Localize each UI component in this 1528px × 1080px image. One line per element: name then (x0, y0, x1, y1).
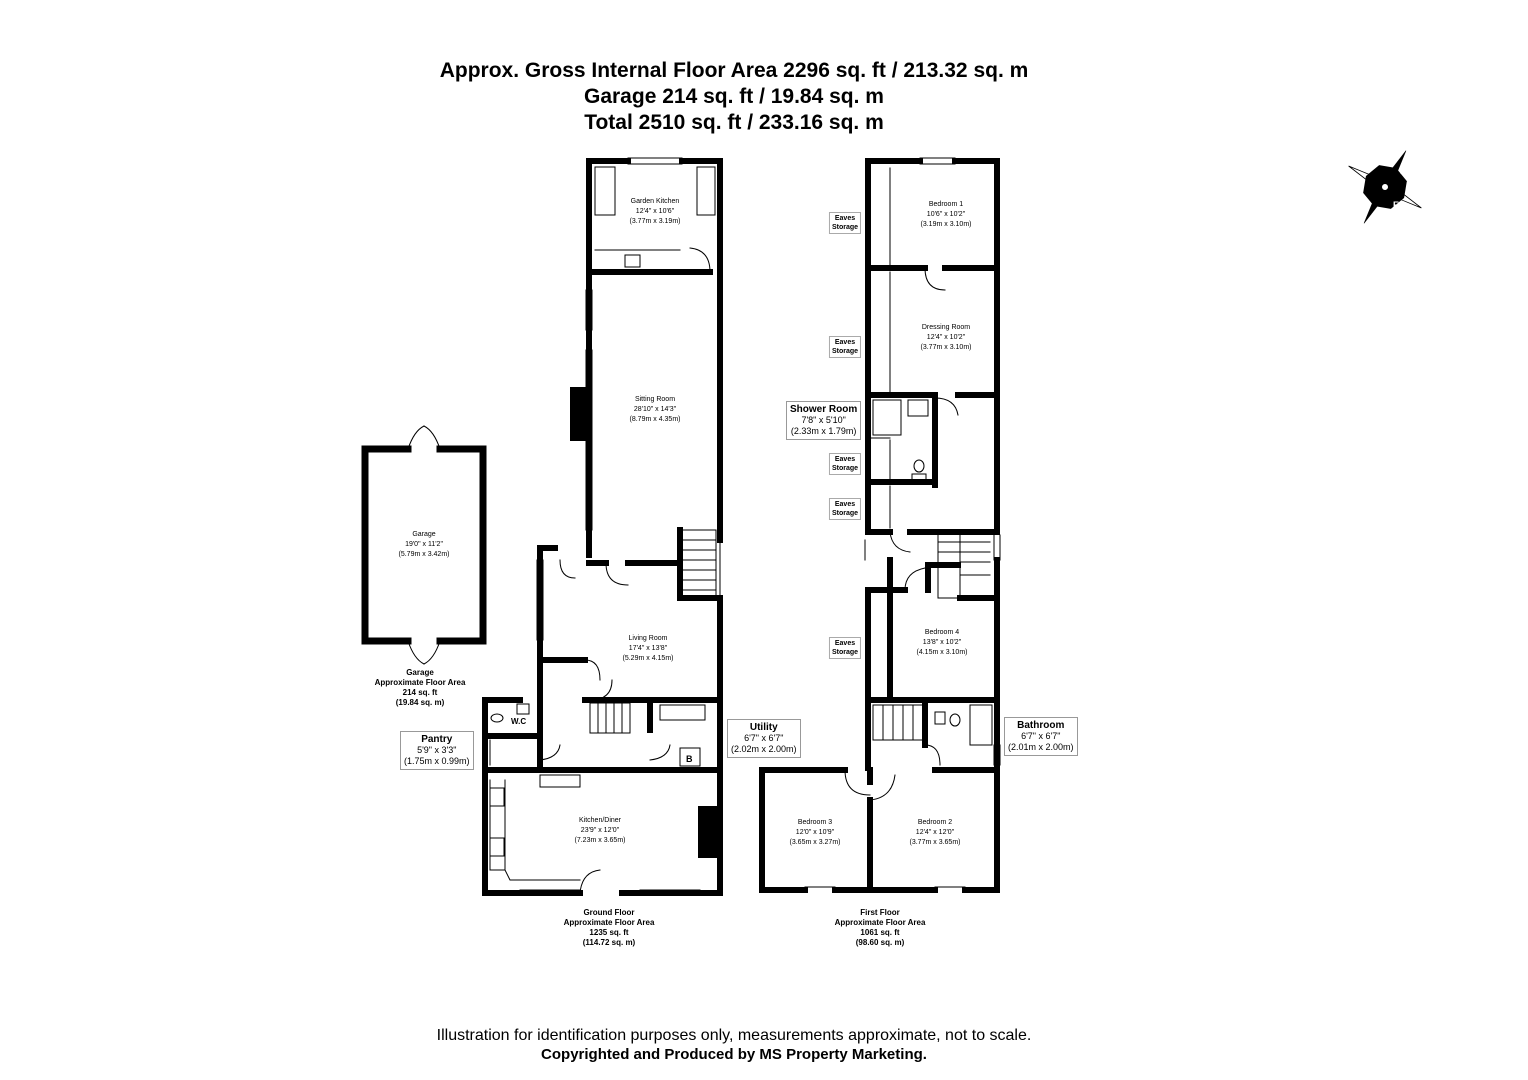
disclaimer: Illustration for identification purposes… (436, 1027, 1032, 1044)
ground-floor-details (489, 157, 721, 894)
first-floor-walls (759, 158, 1000, 893)
compass-south-label: S (1359, 193, 1366, 203)
garage-area-title: Garage 214 sq. ft / 19.84 sq. m (584, 85, 884, 108)
compass-west-label: W (1367, 161, 1376, 171)
compass-rose (1348, 150, 1422, 224)
copyright: Copyrighted and Produced by MS Property … (541, 1046, 927, 1063)
first-floor-details (804, 157, 1001, 888)
garage-walls (361, 445, 487, 645)
boiler-label: B (686, 754, 693, 764)
compass-east-label: E (1393, 200, 1400, 210)
floor-area-title: Approx. Gross Internal Floor Area 2296 s… (439, 59, 1029, 82)
compass-north-label: N (1400, 166, 1407, 176)
garage-doors (407, 425, 441, 665)
wc-label: W.C (511, 717, 527, 726)
total-area-title: Total 2510 sq. ft / 233.16 sq. m (584, 111, 884, 134)
ground-floor-walls (482, 158, 723, 896)
